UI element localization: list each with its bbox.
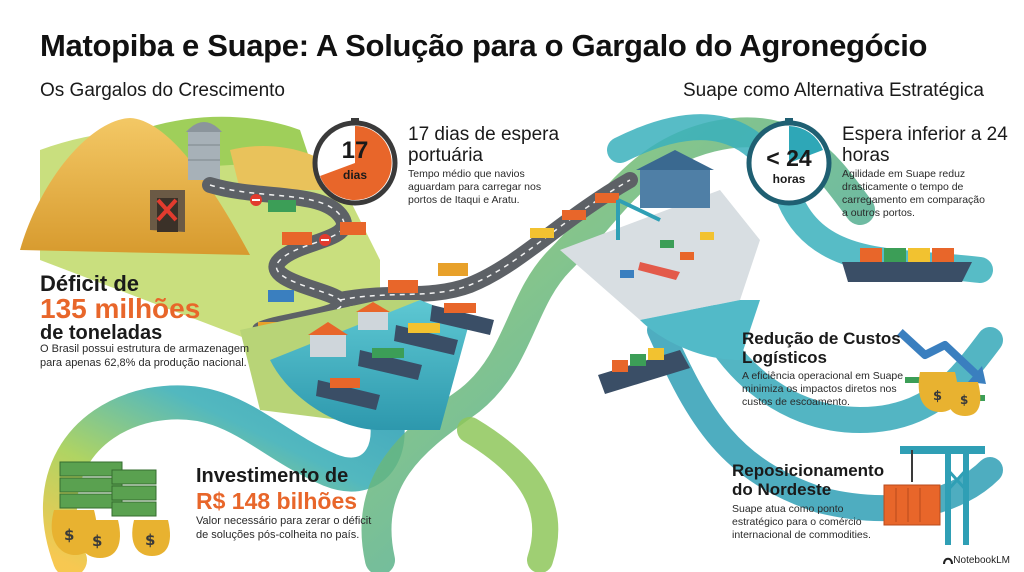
section-title-left: Os Gargalos do Crescimento (40, 80, 285, 101)
brand-logo-icon (943, 557, 953, 565)
port-wait-description: Tempo médio que navios aguardam para car… (408, 168, 542, 207)
brand-text: NotebookLM (953, 555, 1010, 566)
section-title-right: Suape como Alternativa Estratégica (682, 80, 984, 101)
deficit-value: 135 milhões (40, 293, 201, 324)
cargo-ships (598, 248, 972, 394)
silo (186, 122, 222, 180)
suape-wait-heading: Espera inferior a 24 horas (842, 124, 1008, 167)
money-stacks: $ $ $ (51, 461, 171, 558)
svg-text:$: $ (933, 389, 942, 404)
wait-clock-icon (312, 118, 398, 206)
brand-label: NotebookLM (953, 555, 1010, 566)
grain-pile (20, 118, 250, 255)
reposition-heading: Reposicionamento do Nordeste (732, 461, 885, 499)
suape-clock-number: < 24 (766, 145, 812, 171)
reposition-description: Suape atua como ponto estratégico para o… (732, 503, 871, 542)
suape-clock-icon (746, 118, 832, 206)
deficit-heading: Déficit de (40, 271, 140, 296)
investment-description: Valor necessário para zerar o déficit de… (196, 515, 372, 541)
suape-wait-description: Agilidade em Suape reduz drasticamente o… (842, 168, 985, 220)
cost-description: A eficiência operacional em Suape minimi… (742, 370, 904, 409)
crane-icon (883, 446, 985, 545)
wait-clock-number: 17 (341, 137, 369, 164)
suape-port (560, 150, 760, 360)
cost-heading: Redução de Custos Logísticos (742, 329, 901, 367)
svg-text:$: $ (960, 393, 968, 407)
money-bag-icon: $ (64, 526, 74, 544)
cost-icons: $ $ (897, 329, 986, 416)
suape-clock-unit: horas (772, 172, 806, 186)
page-title: Matopiba e Suape: A Solução para o Garga… (40, 28, 928, 63)
port-wait-heading: 17 dias de espera portuária (408, 124, 560, 167)
trucks (258, 193, 619, 335)
deficit-unit: de toneladas (40, 322, 163, 344)
left-port (240, 300, 494, 430)
deficit-description: O Brasil possui estrutura de armazenagem… (40, 343, 250, 369)
money-bag-icon: $ (145, 531, 155, 549)
investment-heading: Investimento de (196, 465, 349, 487)
investment-value: R$ 148 bilhões (196, 488, 358, 514)
wait-clock-unit: dias (342, 168, 367, 182)
money-bag-icon: $ (92, 532, 102, 550)
